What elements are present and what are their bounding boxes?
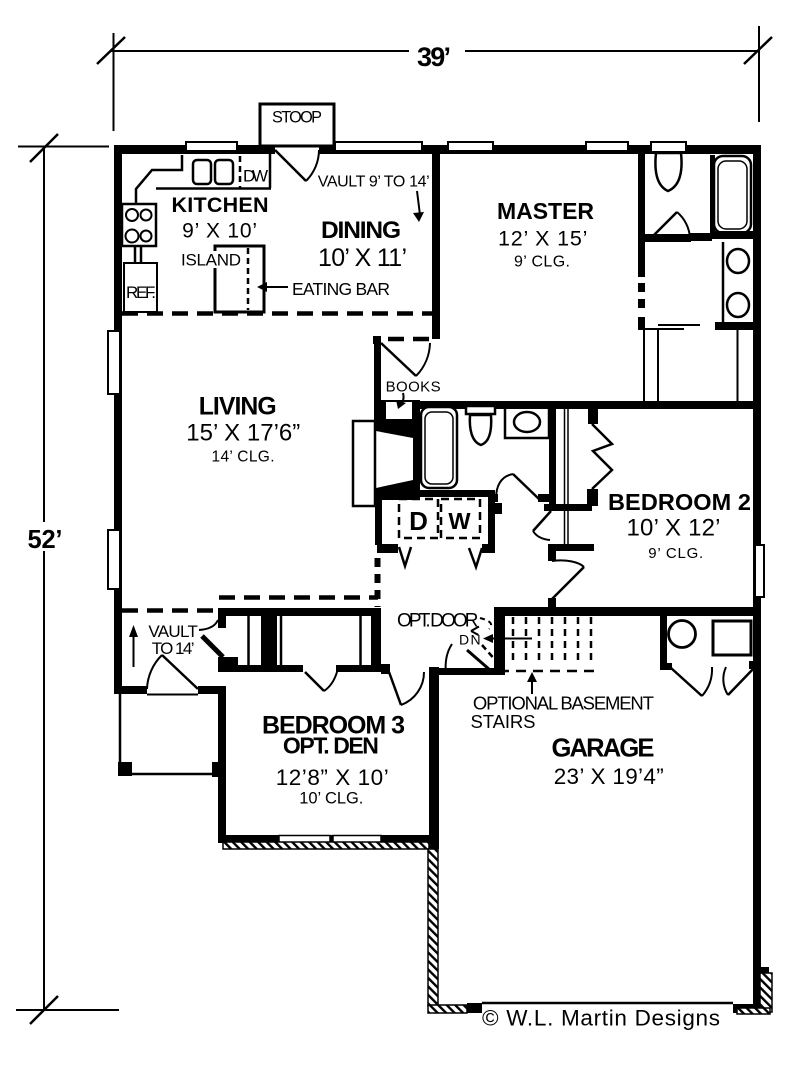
svg-text:BOOKS: BOOKS xyxy=(386,379,441,396)
svg-text:39’: 39’ xyxy=(417,42,451,72)
svg-text:STOOP: STOOP xyxy=(272,109,322,127)
svg-text:10’ X 12’: 10’ X 12’ xyxy=(627,515,721,542)
svg-text:ISLAND: ISLAND xyxy=(181,250,241,269)
svg-text:OPTIONAL BASEMENT: OPTIONAL BASEMENT xyxy=(473,692,654,713)
svg-text:14’ CLG.: 14’ CLG. xyxy=(212,449,275,466)
svg-text:VAULT 9’ TO 14’: VAULT 9’ TO 14’ xyxy=(318,174,430,191)
svg-text:DINING: DINING xyxy=(321,217,401,244)
svg-text:DW: DW xyxy=(243,167,268,186)
svg-text:EATING BAR: EATING BAR xyxy=(292,279,390,299)
svg-text:© W.L. Martin Designs: © W.L. Martin Designs xyxy=(482,1006,720,1031)
svg-text:STAIRS: STAIRS xyxy=(471,711,536,732)
svg-text:W: W xyxy=(448,508,471,534)
svg-text:MASTER: MASTER xyxy=(497,198,594,224)
svg-text:KITCHEN: KITCHEN xyxy=(172,193,269,217)
svg-text:OPT. DEN: OPT. DEN xyxy=(283,733,379,759)
svg-text:D: D xyxy=(409,506,428,536)
svg-text:10’ CLG.: 10’ CLG. xyxy=(299,790,363,808)
svg-text:23’ X 19’4”: 23’ X 19’4” xyxy=(554,764,664,789)
svg-text:12’ X 15’: 12’ X 15’ xyxy=(498,227,588,251)
svg-text:VAULT: VAULT xyxy=(148,622,198,641)
svg-text:BEDROOM 2: BEDROOM 2 xyxy=(608,489,751,515)
svg-text:9’ CLG.: 9’ CLG. xyxy=(514,254,570,271)
svg-text:12’8” X 10’: 12’8” X 10’ xyxy=(276,765,389,790)
svg-text:TO 14’: TO 14’ xyxy=(152,639,195,658)
svg-text:LIVING: LIVING xyxy=(199,394,277,421)
svg-text:DN: DN xyxy=(459,632,481,648)
svg-text:REF.: REF. xyxy=(126,283,156,302)
svg-text:10’ X 11’: 10’ X 11’ xyxy=(318,244,407,272)
svg-text:52’: 52’ xyxy=(28,526,63,554)
svg-text:BEDROOM 3: BEDROOM 3 xyxy=(262,712,405,740)
svg-text:9’ CLG.: 9’ CLG. xyxy=(648,545,703,562)
svg-text:9’ X 10’: 9’ X 10’ xyxy=(182,220,257,243)
svg-text:15’ X 17’6”: 15’ X 17’6” xyxy=(186,419,300,446)
svg-text:OPT. DOOR: OPT. DOOR xyxy=(397,611,479,632)
svg-text:GARAGE: GARAGE xyxy=(552,734,655,762)
